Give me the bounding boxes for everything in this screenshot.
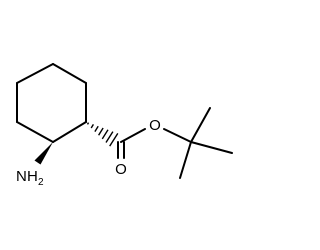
molecule-structure: O O N H 2 — [16, 63, 233, 188]
ring-bond — [52, 63, 87, 84]
tert-butyl-group — [179, 107, 233, 179]
cyclohexane-ring — [16, 63, 87, 143]
ester-oxygen-label: O — [149, 117, 161, 134]
methyl-bond — [190, 107, 211, 143]
amine-hydrogen-label: H — [27, 168, 38, 185]
methyl-bond — [179, 141, 192, 179]
methyl-bond — [190, 141, 233, 154]
ester-single-bond — [120, 128, 146, 143]
ring-bond — [16, 121, 54, 143]
amine-nitrogen-label: N — [16, 168, 27, 185]
amine-label: N H 2 — [16, 168, 44, 188]
bold-wedge-bond-amine — [34, 142, 53, 165]
hashed-wedge-bond-ester — [86, 122, 119, 147]
oxygen-tbutyl-bond — [163, 128, 192, 143]
ring-bond — [16, 63, 54, 84]
amine-hydrogen-count: 2 — [38, 177, 44, 188]
carbonyl-double-bond — [117, 141, 125, 159]
ring-bond — [52, 121, 87, 143]
carbonyl-oxygen-label: O — [115, 161, 127, 178]
